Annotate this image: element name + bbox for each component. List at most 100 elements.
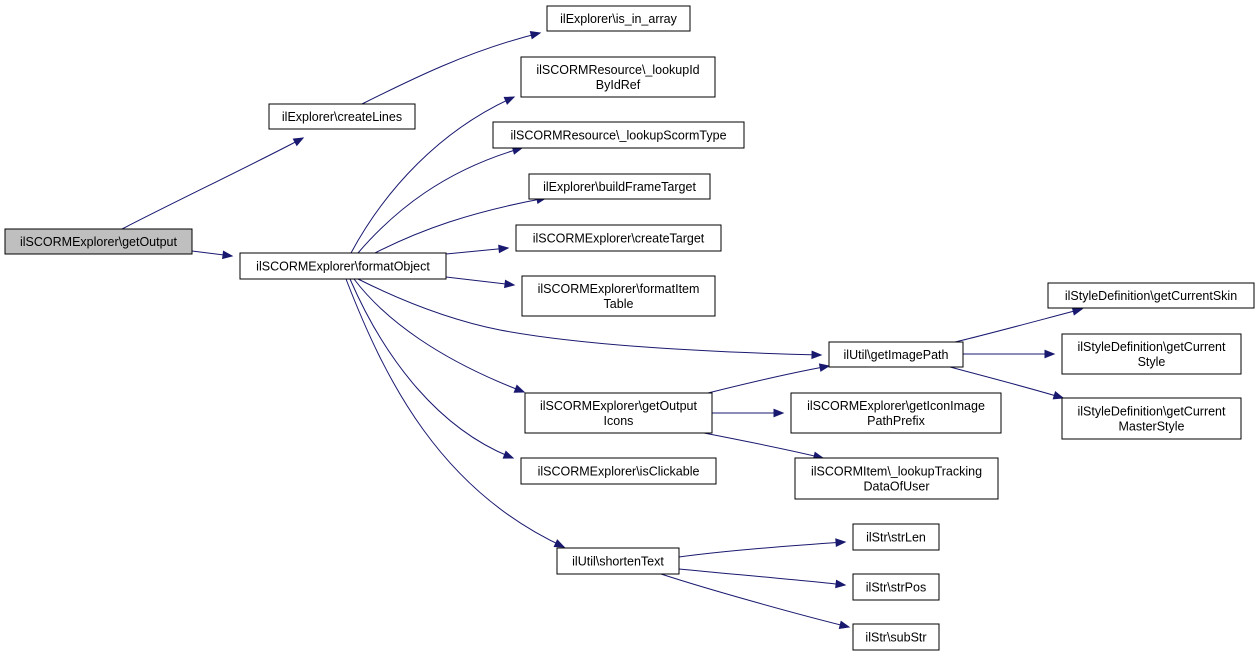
node-box[interactable] xyxy=(268,103,416,130)
node-box[interactable] xyxy=(520,56,716,98)
node-box[interactable] xyxy=(492,121,745,149)
node-isClickable[interactable]: ilSCORMExplorer\isClickable xyxy=(520,457,717,485)
node-box[interactable] xyxy=(852,573,940,601)
edge-line xyxy=(949,366,1064,399)
node-label: ilSCORMResource\_lookupScormType xyxy=(510,129,726,143)
node-lookupScormType[interactable]: ilSCORMResource\_lookupScormType xyxy=(492,121,745,149)
node-box[interactable] xyxy=(1061,333,1242,375)
edge-getImagePath-to-getCurrentStyle xyxy=(963,349,1056,359)
node-buildFrameTarget[interactable]: ilExplorer\buildFrameTarget xyxy=(528,173,711,200)
edge-line xyxy=(678,541,846,558)
arrowhead-icon xyxy=(1071,307,1084,316)
node-box[interactable] xyxy=(1061,397,1242,440)
node-label: ilStyleDefinition\getCurrent xyxy=(1078,340,1227,354)
node-label: Icons xyxy=(604,414,634,428)
node-createTarget[interactable]: ilSCORMExplorer\createTarget xyxy=(515,224,722,252)
node-label: ilSCORMExplorer\getIconImage xyxy=(807,399,985,413)
node-subStr[interactable]: ilStr\subStr xyxy=(852,623,940,651)
node-label: ilSCORMExplorer\createTarget xyxy=(533,232,705,246)
node-label: ilStr\strLen xyxy=(866,531,926,545)
edge-line xyxy=(357,278,822,356)
node-label: ilStr\strPos xyxy=(866,581,926,595)
edge-line xyxy=(350,96,515,254)
edge-getOutputIcons-to-getIconImagePathPrefix xyxy=(712,408,785,418)
node-box[interactable] xyxy=(239,252,447,280)
edge-line xyxy=(703,432,824,459)
node-box[interactable] xyxy=(852,623,940,651)
node-is_in_array[interactable]: ilExplorer\is_in_array xyxy=(546,5,691,32)
node-box[interactable] xyxy=(521,275,716,317)
node-box[interactable] xyxy=(520,457,717,485)
node-box[interactable] xyxy=(524,392,713,434)
edge-line xyxy=(361,32,541,105)
node-getOutput[interactable]: ilSCORMExplorer\getOutput xyxy=(4,228,193,255)
node-box[interactable] xyxy=(528,173,711,200)
edge-formatObject-to-getOutputIcons xyxy=(353,278,526,393)
node-label: ilSCORMResource\_lookupId xyxy=(536,63,699,77)
arrowhead-icon xyxy=(818,363,831,372)
node-box[interactable] xyxy=(556,547,680,575)
edge-line xyxy=(374,197,547,254)
arrowhead-icon xyxy=(553,539,566,548)
edge-formatObject-to-lookupIdByIdRef xyxy=(350,96,516,254)
node-label: MasterStyle xyxy=(1119,420,1185,434)
node-box[interactable] xyxy=(1047,282,1255,309)
node-box[interactable] xyxy=(4,228,193,255)
edge-getOutputIcons-to-lookupTrackingDataOfUser xyxy=(703,432,825,461)
node-label: ilSCORMExplorer\formatItem xyxy=(538,282,700,296)
node-box[interactable] xyxy=(515,224,722,252)
arrowhead-icon xyxy=(1052,391,1065,400)
nodes-layer: ilSCORMExplorer\getOutput ilExplorer\crea… xyxy=(4,5,1255,651)
node-label: Style xyxy=(1138,355,1166,369)
edge-line xyxy=(445,276,515,286)
arrowhead-icon xyxy=(498,244,510,254)
node-getCurrentSkin[interactable]: ilStyleDefinition\getCurrentSkin xyxy=(1047,282,1255,309)
node-label: ilSCORMItem\_lookupTracking xyxy=(811,465,982,479)
node-box[interactable] xyxy=(852,523,940,551)
node-strPos[interactable]: ilStr\strPos xyxy=(852,573,940,601)
edge-line xyxy=(954,308,1083,343)
node-label: ilStyleDefinition\getCurrent xyxy=(1078,405,1227,419)
edge-createLines-to-is_in_array xyxy=(361,30,542,105)
edge-line xyxy=(445,247,509,255)
node-label: ilStyleDefinition\getCurrentSkin xyxy=(1065,289,1237,303)
node-shortenText[interactable]: ilUtil\shortenText xyxy=(556,547,680,575)
arrowhead-icon xyxy=(502,450,515,459)
node-box[interactable] xyxy=(790,392,1002,434)
edge-line xyxy=(678,568,846,586)
edge-shortenText-to-strLen xyxy=(678,538,847,558)
arrowhead-icon xyxy=(773,408,785,418)
node-label: ilExplorer\buildFrameTarget xyxy=(543,180,696,194)
arrowhead-icon xyxy=(222,250,234,260)
node-formatObject[interactable]: ilSCORMExplorer\formatObject xyxy=(239,252,447,280)
arrowhead-icon xyxy=(835,579,847,589)
edge-getOutput-to-formatObject xyxy=(191,250,234,260)
node-box[interactable] xyxy=(828,341,964,368)
edge-formatObject-to-createTarget xyxy=(445,244,510,255)
arrowhead-icon xyxy=(835,538,847,547)
arrowhead-icon xyxy=(838,620,851,630)
node-createLines[interactable]: ilExplorer\createLines xyxy=(268,103,416,130)
edge-line xyxy=(707,365,830,394)
node-getImagePath[interactable]: ilUtil\getImagePath xyxy=(828,341,964,368)
node-box[interactable] xyxy=(546,5,691,32)
edge-line xyxy=(345,278,565,548)
node-label: DataOfUser xyxy=(864,480,930,494)
node-box[interactable] xyxy=(794,457,999,500)
edge-shortenText-to-strPos xyxy=(678,568,847,589)
arrowhead-icon xyxy=(811,350,823,360)
node-label: ilSCORMExplorer\getOutput xyxy=(540,399,698,413)
edge-shortenText-to-subStr xyxy=(660,573,851,630)
arrowhead-icon xyxy=(1044,349,1056,359)
node-strLen[interactable]: ilStr\strLen xyxy=(852,523,940,551)
node-label: ilUtil\shortenText xyxy=(572,555,664,569)
node-label: ilExplorer\is_in_array xyxy=(560,12,677,26)
